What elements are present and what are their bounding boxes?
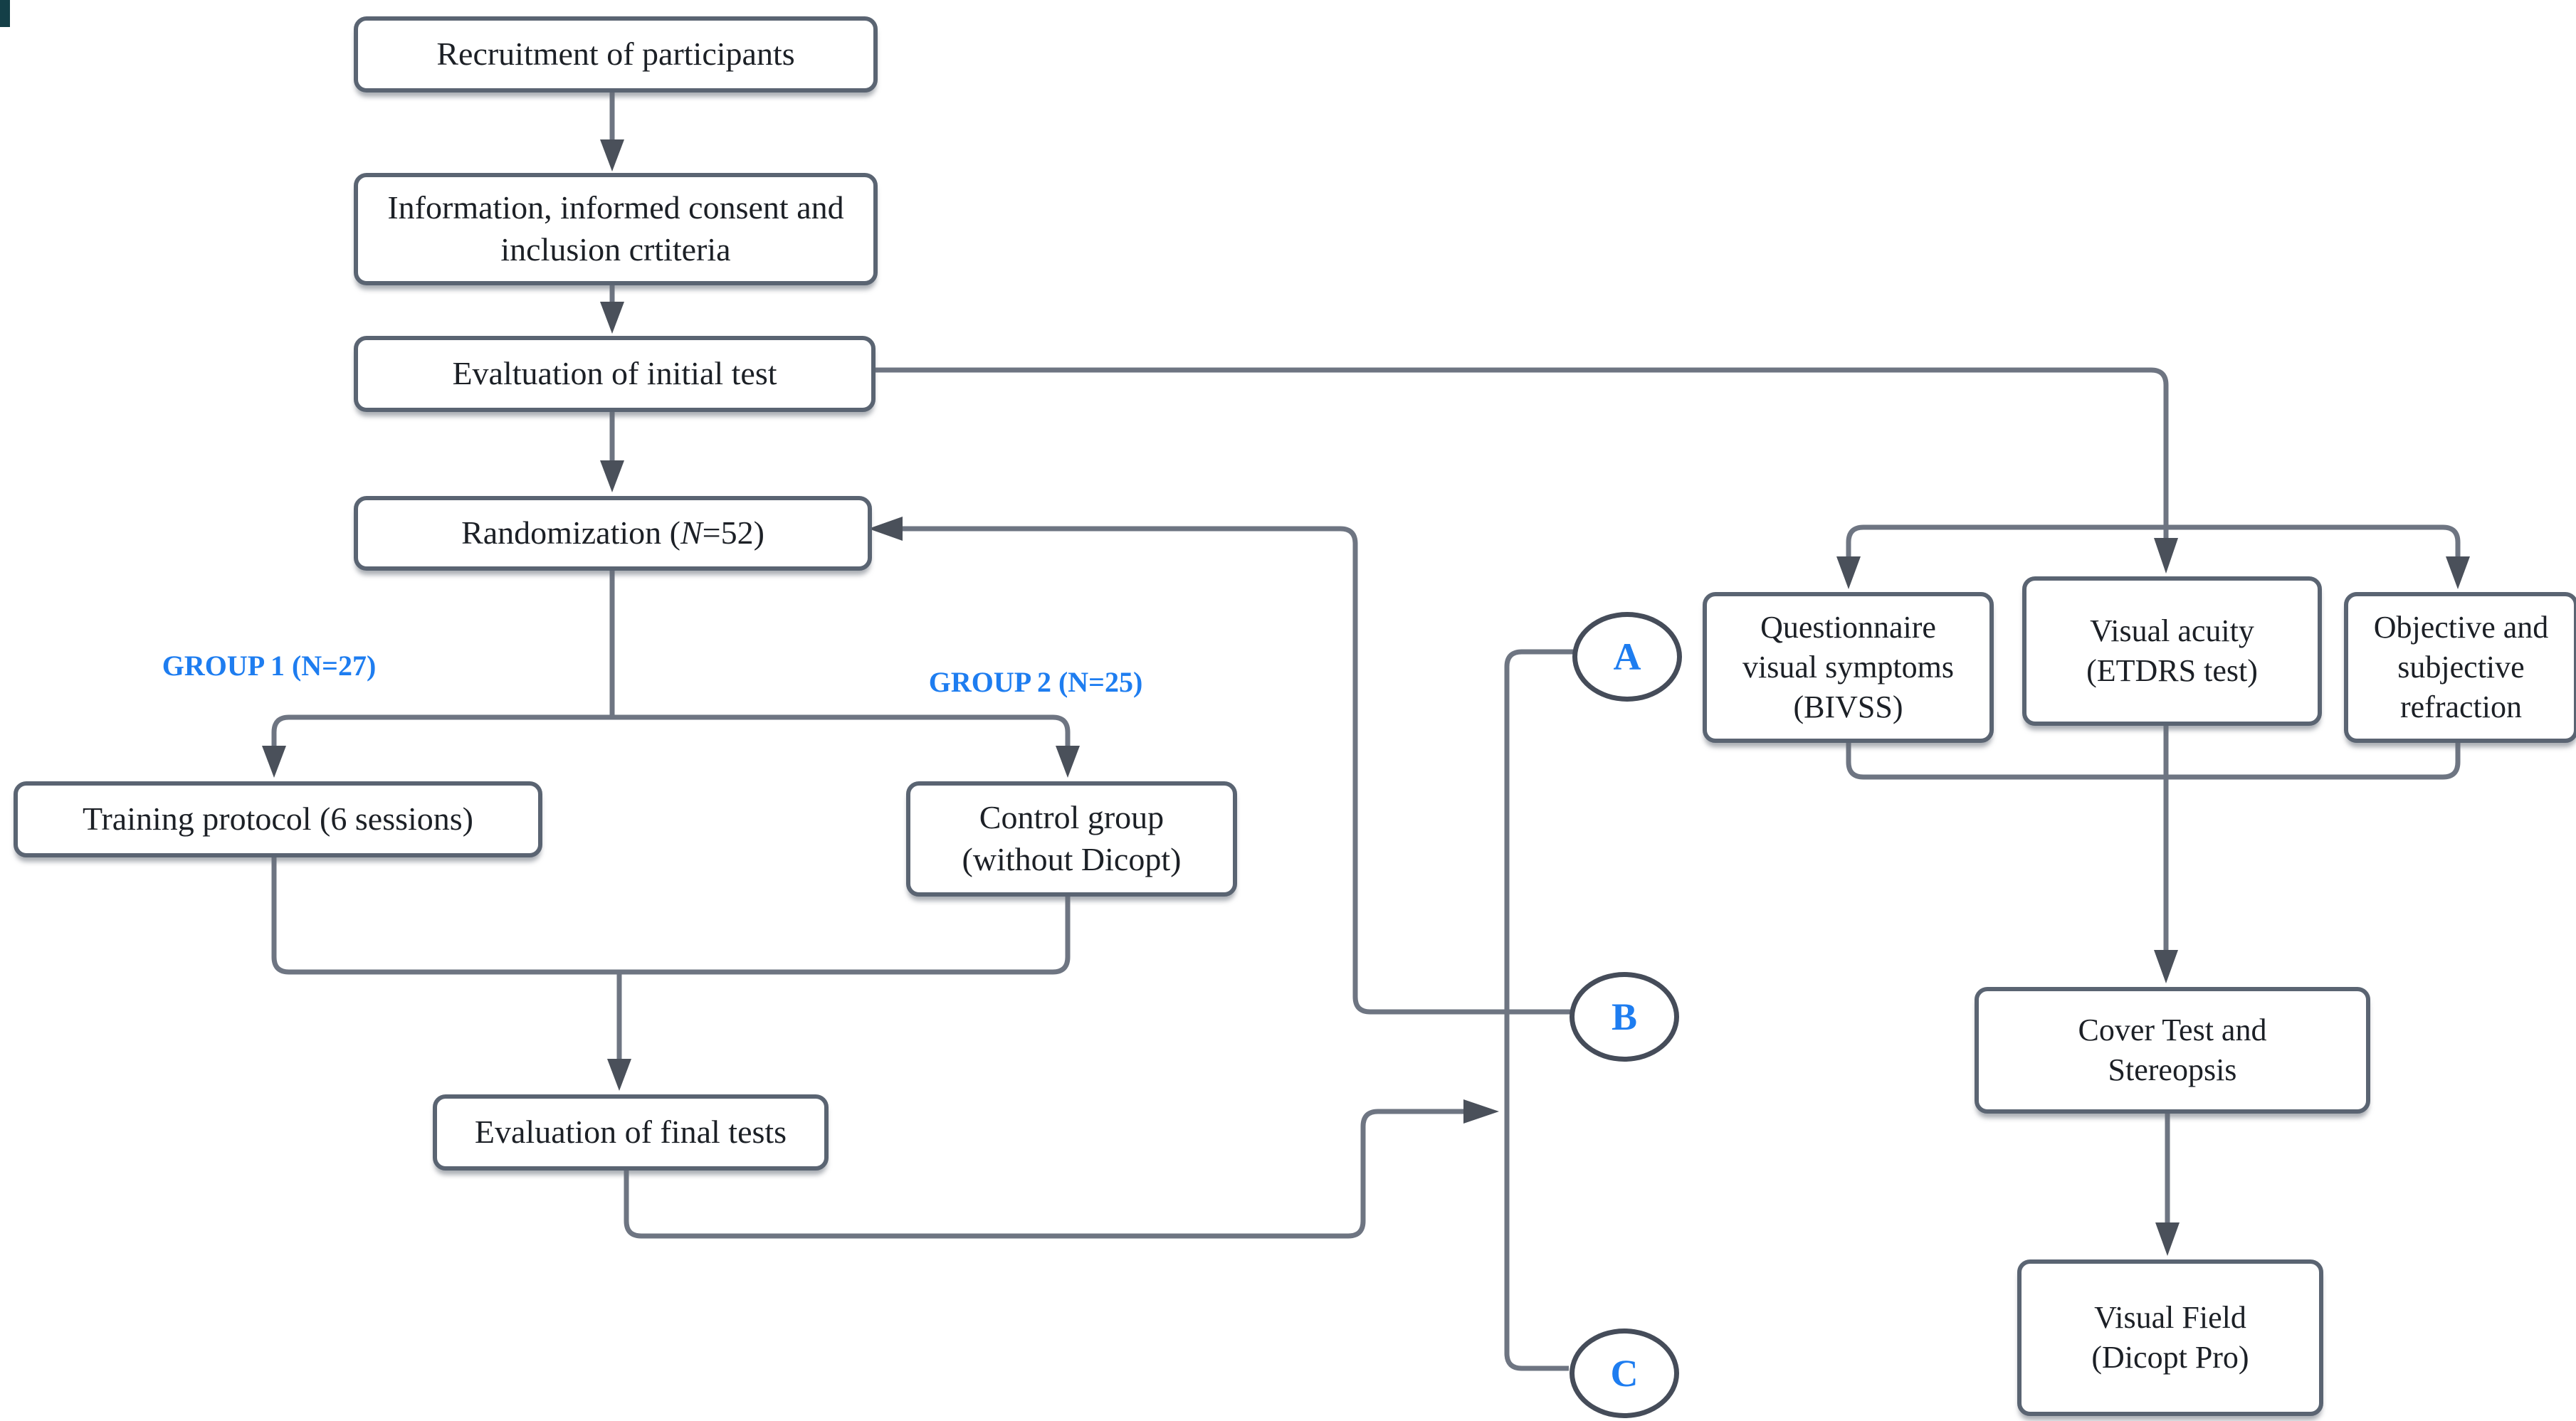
node-visual-acuity: Visual acuity (ETDRS test) <box>2022 576 2322 726</box>
badge-b: B <box>1570 972 1679 1062</box>
node-informed-consent: Information, informed consent and inclus… <box>354 173 878 285</box>
edge-tests-join-bar <box>1846 735 2461 780</box>
badge-a-label: A <box>1613 635 1641 678</box>
arrowhead-field <box>2155 1222 2180 1256</box>
node-informed-consent-line2: inclusion crtiteria <box>500 231 731 268</box>
node-visual-acuity-line2: (ETDRS test) <box>2086 653 2258 688</box>
randomization-prefix: Randomization ( <box>461 514 680 551</box>
node-recruitment-label: Recruitment of participants <box>436 36 795 73</box>
label-group2: GROUP 2 (N=25) <box>928 666 1143 698</box>
arrowhead-objective <box>2446 556 2470 589</box>
node-recruitment: Recruitment of participants <box>354 16 878 93</box>
node-initial-test-label: Evaltuation of initial test <box>452 355 777 392</box>
node-control-group: Control group (without Dicopt) <box>906 781 1237 897</box>
node-refraction-line1: Objective and <box>2373 609 2549 645</box>
arrowhead-cover <box>2154 950 2178 983</box>
edge-initial-tests <box>868 367 2169 538</box>
node-initial-test: Evaltuation of initial test <box>354 336 876 412</box>
node-visual-field-line2: (Dicopt Pro) <box>2091 1340 2249 1375</box>
badge-b-label: B <box>1611 995 1638 1038</box>
arrowhead-training <box>262 746 286 778</box>
node-randomization-label: Randomization (N=52) <box>461 512 764 554</box>
arrowhead-randomization <box>600 460 624 492</box>
node-bivss-line1: Questionnaire <box>1760 609 1936 645</box>
node-visual-field: Visual Field (Dicopt Pro) <box>2017 1259 2323 1416</box>
arrowhead-rail <box>1463 1099 1499 1124</box>
node-refraction: Objective and subjective refraction <box>2344 592 2576 743</box>
node-cover-test-line2: Stereopsis <box>2108 1052 2237 1087</box>
edge-merge-bar <box>271 850 1071 975</box>
arrowhead-randomization-feedback <box>868 517 903 541</box>
node-training-protocol: Training protocol (6 sessions) <box>14 781 542 857</box>
badge-c-label: C <box>1610 1352 1639 1395</box>
node-final-tests-label: Evaluation of final tests <box>474 1114 787 1151</box>
label-group1: GROUP 1 (N=27) <box>162 650 377 682</box>
arrowhead-control <box>1056 746 1080 778</box>
node-cover-test: Cover Test and Stereopsis <box>1975 987 2370 1114</box>
edge-tests-branch-bar <box>1846 524 2461 556</box>
node-bivss-line3: (BIVSS) <box>1793 690 1903 725</box>
randomization-n-italic: N <box>680 514 703 551</box>
edge-abc-rail <box>1504 649 1573 1371</box>
node-training-protocol-label: Training protocol (6 sessions) <box>82 801 473 838</box>
node-refraction-line3: refraction <box>2400 690 2522 725</box>
node-randomization: Randomization (N=52) <box>354 496 872 571</box>
node-control-group-line2: (without Dicopt) <box>962 841 1182 877</box>
node-refraction-line2: subjective <box>2397 649 2525 685</box>
node-bivss: Questionnaire visual symptoms (BIVSS) <box>1703 592 1994 743</box>
badge-a: A <box>1572 612 1682 702</box>
node-cover-test-line1: Cover Test and <box>2078 1012 2267 1047</box>
edge-b-randomization <box>903 526 1570 1015</box>
node-control-group-line1: Control group <box>979 799 1165 836</box>
node-final-tests: Evaluation of final tests <box>433 1094 829 1171</box>
arrowhead-info <box>600 139 624 171</box>
arrowhead-initial <box>600 302 624 334</box>
randomization-suffix: =52) <box>702 514 764 551</box>
arrowhead-acuity <box>2154 538 2178 574</box>
edge-final-rail <box>624 1109 1463 1239</box>
node-informed-consent-line1: Information, informed consent and <box>387 189 844 226</box>
node-visual-acuity-line1: Visual acuity <box>2090 613 2254 648</box>
edge-split-bar <box>271 714 1071 746</box>
corner-artifact <box>0 0 10 27</box>
badge-c: C <box>1570 1328 1679 1418</box>
arrowhead-final <box>607 1059 631 1091</box>
arrowhead-bivss <box>1836 556 1861 589</box>
node-bivss-line2: visual symptoms <box>1742 649 1955 685</box>
node-visual-field-line1: Visual Field <box>2094 1299 2246 1335</box>
